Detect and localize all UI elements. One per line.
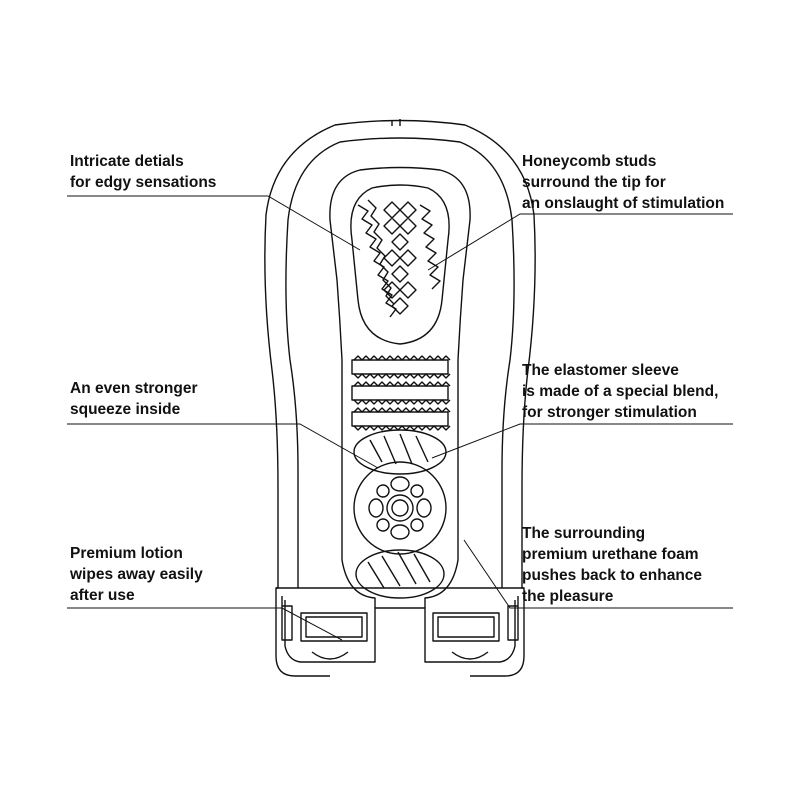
callout-line: is made of a special blend, [522, 383, 719, 400]
callout-line: an onslaught of stimulation [522, 195, 725, 212]
callout-line: The surrounding [522, 525, 646, 542]
leader-lotion [67, 607, 343, 641]
outer-case-outline [264, 119, 536, 677]
callout-elastomer-sleeve: The elastomer sleeve is made of a specia… [522, 360, 718, 423]
callout-line: squeeze inside [70, 401, 181, 418]
inner-case-wall [285, 137, 515, 588]
callout-line: An even stronger [70, 380, 198, 397]
callout-line: the pleasure [522, 588, 614, 605]
sleeve-channel [329, 166, 471, 608]
edgy-detail-ridges [357, 204, 397, 318]
callout-line: pushes back to enhance [522, 567, 703, 584]
callout-line: Premium lotion [70, 545, 183, 562]
squeeze-chamber-center [353, 461, 447, 555]
leader-sleeve [431, 423, 733, 459]
bottom-cap [281, 596, 519, 663]
leader-squeeze [67, 423, 379, 469]
tip-chamber [350, 184, 450, 345]
callout-honeycomb-studs: Honeycomb studs surround the tip for an … [522, 151, 724, 214]
callout-line: surround the tip for [522, 174, 666, 191]
callout-stronger-squeeze: An even stronger squeeze inside [70, 378, 197, 420]
leader-details [67, 195, 361, 251]
callout-line: wipes away easily [70, 566, 203, 583]
callout-line: The elastomer sleeve [522, 362, 679, 379]
honeycomb-studs [383, 201, 441, 315]
callout-premium-lotion: Premium lotion wipes away easily after u… [70, 543, 203, 606]
leader-honeycomb [427, 213, 733, 271]
squeeze-chamber-lower [355, 549, 445, 599]
callout-intricate-details: Intricate detials for edgy sensations [70, 151, 216, 193]
callout-line: after use [70, 587, 135, 604]
leader-foam [463, 539, 733, 609]
callout-line: Intricate detials [70, 153, 184, 170]
callout-line: for edgy sensations [70, 174, 217, 191]
callout-urethane-foam: The surrounding premium urethane foam pu… [522, 523, 702, 607]
callout-line: Honeycomb studs [522, 153, 657, 170]
ribbed-rings [351, 355, 451, 431]
callout-line: premium urethane foam [522, 546, 699, 563]
squeeze-chamber-upper [353, 429, 447, 475]
callout-line: for stronger stimulation [522, 404, 697, 421]
